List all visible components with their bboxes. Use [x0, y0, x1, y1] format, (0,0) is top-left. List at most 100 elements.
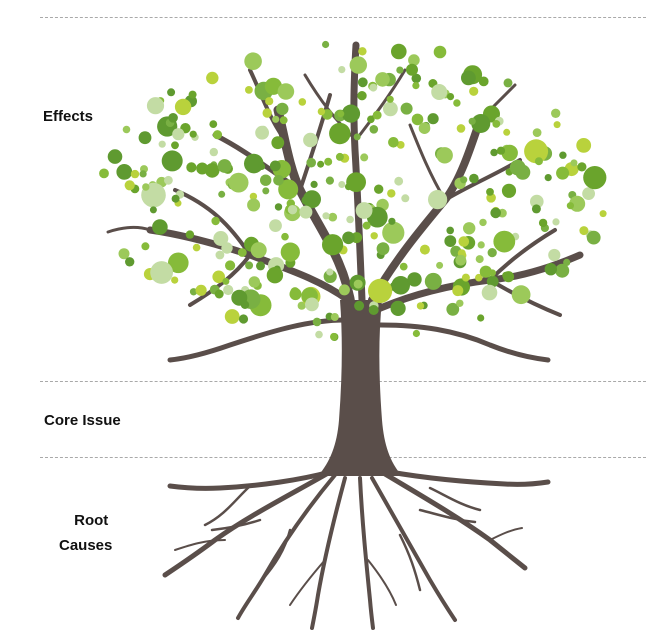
leaf-dot — [164, 175, 173, 185]
leaf-dot — [146, 97, 165, 115]
root-13 — [428, 486, 482, 512]
leaf-dot — [142, 183, 150, 191]
leaf-dot — [531, 204, 541, 214]
leaf-dot — [524, 139, 549, 164]
leaf-dot — [298, 98, 307, 106]
leaf-dot — [534, 157, 543, 166]
leaf-dot — [280, 242, 300, 262]
tree-canopy-leaves — [99, 40, 607, 341]
leaf-dot — [276, 102, 289, 116]
leaf-dot — [248, 276, 260, 288]
leaf-dot — [368, 278, 393, 303]
leaf-dot — [468, 117, 476, 125]
leaf-dot — [116, 164, 133, 180]
leaf-dot — [387, 189, 396, 198]
leaf-dot — [322, 40, 330, 49]
leaf-dot — [141, 242, 150, 251]
leaf-dot — [245, 86, 253, 94]
leaf-dot — [566, 202, 575, 210]
leaf-dot — [213, 231, 229, 246]
branch-18 — [488, 228, 557, 282]
leaf-dot — [416, 302, 425, 310]
leaf-dot — [171, 276, 179, 284]
leaf-dot — [394, 176, 404, 186]
leaf-dot — [369, 125, 379, 134]
leaf-dot — [353, 133, 361, 141]
leaf-dot — [406, 63, 418, 76]
leaf-dot — [357, 91, 367, 101]
leaf-dot — [338, 66, 346, 74]
leaf-dot — [486, 275, 499, 288]
leaf-dot — [408, 54, 420, 66]
leaf-dot — [326, 268, 334, 276]
leaf-dot — [204, 163, 220, 178]
leaf-dot — [556, 166, 570, 180]
leaf-dot — [125, 257, 135, 267]
leaf-dot — [335, 152, 344, 161]
root-17 — [174, 539, 226, 551]
leaf-dot — [338, 284, 350, 296]
leaf-dot — [158, 140, 166, 148]
leaf-dot — [555, 263, 570, 278]
leaf-dot — [277, 83, 295, 100]
leaf-dot — [260, 174, 272, 186]
leaf-dot — [192, 243, 201, 252]
leaf-dot — [149, 206, 157, 214]
branch-6 — [173, 188, 252, 257]
leaf-dot — [189, 130, 197, 138]
root-12 — [418, 508, 477, 524]
leaf-dot — [553, 121, 561, 129]
leaf-dot — [428, 190, 448, 210]
leaf-dot — [118, 248, 130, 260]
leaf-dot — [427, 113, 439, 125]
leaf-dot — [329, 122, 351, 145]
leaf-dot — [139, 170, 147, 178]
leaf-dot — [265, 97, 274, 106]
leaf-dot — [401, 194, 410, 203]
leaf-dot — [544, 174, 552, 182]
leaf-dot — [412, 82, 420, 90]
leaf-dot — [453, 99, 461, 107]
leaf-dot — [249, 192, 258, 201]
root-16 — [367, 559, 397, 606]
leaf-dot — [138, 131, 152, 145]
leaf-dot — [461, 273, 470, 282]
leaf-dot — [330, 313, 339, 321]
leaf-dot — [362, 221, 371, 230]
leaf-dot — [502, 271, 515, 283]
leaf-dot — [310, 180, 318, 188]
leaf-dot — [570, 159, 578, 167]
leaf-dot — [431, 84, 448, 100]
leaf-dot — [345, 183, 352, 191]
leaf-dot — [186, 162, 197, 173]
leaf-dot — [244, 52, 262, 70]
core-issue-label: Core Issue — [44, 412, 121, 429]
leaf-dot — [325, 176, 334, 185]
leaf-dot — [563, 258, 571, 266]
leaf-dot — [501, 144, 518, 162]
leaf-dot — [583, 166, 607, 190]
leaf-dot — [324, 157, 333, 166]
leaf-dot — [452, 285, 464, 297]
branch-15 — [408, 123, 447, 202]
leaf-dot — [317, 160, 325, 168]
leaf-dot — [383, 101, 398, 117]
leaf-dot — [209, 120, 218, 128]
leaf-dot — [273, 175, 284, 186]
leaf-dot — [209, 147, 218, 157]
leaf-dot — [369, 83, 378, 92]
root-15 — [289, 559, 326, 606]
leaf-dot — [274, 203, 283, 211]
root-11 — [260, 528, 292, 582]
leaf-dot — [306, 157, 317, 168]
leaf-dot — [206, 71, 219, 85]
leaf-dot — [490, 148, 498, 157]
leaf-dot — [471, 114, 491, 133]
leaf-dot — [250, 242, 267, 259]
leaf-dot — [479, 265, 492, 278]
leaf-dot — [185, 230, 195, 239]
leaf-dot — [509, 159, 526, 176]
leaf-dot — [214, 289, 224, 299]
root-3 — [236, 473, 337, 620]
